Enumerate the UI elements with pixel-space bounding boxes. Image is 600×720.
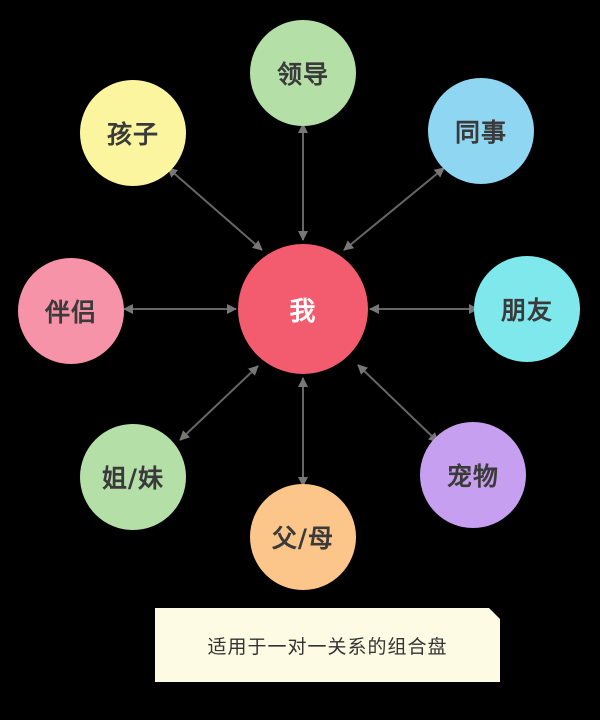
- node-colleague: 同事: [428, 78, 534, 184]
- node-parent: 父/母: [250, 484, 356, 590]
- node-pet: 宠物: [420, 422, 526, 528]
- node-leader: 领导: [250, 20, 356, 126]
- node-friend: 朋友: [474, 256, 580, 362]
- node-me: 我: [238, 244, 368, 374]
- connector-child: [167, 167, 263, 251]
- node-partner: 伴侣: [18, 258, 124, 364]
- caption-box: 适用于一对一关系的组合盘: [155, 608, 500, 682]
- connector-sibling: [179, 365, 259, 441]
- connector-colleague: [343, 167, 445, 251]
- connector-pet: [357, 364, 439, 443]
- node-child: 孩子: [80, 80, 186, 186]
- node-sibling: 姐/妹: [80, 424, 186, 530]
